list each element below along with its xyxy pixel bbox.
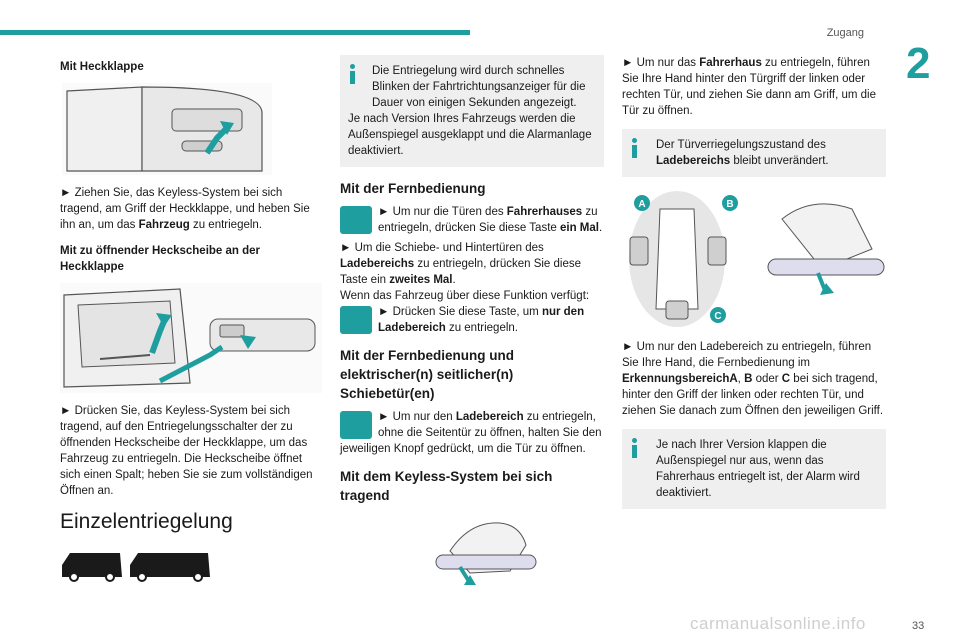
info-icon	[632, 438, 637, 458]
sliding-door-text: ► Um nur den Ladebereich zu entriegeln, …	[340, 411, 602, 455]
remote-cargo-unlock: ► Um die Schiebe- und Hintertüren des La…	[340, 242, 582, 286]
chapter-number: 2	[906, 39, 931, 88]
sliding-door-button-icon	[340, 411, 372, 439]
remote-cab-unlock: ► Um nur die Türen des Fahrerhauses zu e…	[340, 204, 604, 236]
watermark: carmanualsonline.info	[690, 614, 866, 633]
unlock-button-icon	[340, 206, 372, 234]
van-icons	[60, 547, 322, 587]
info-icon	[350, 64, 355, 84]
zone-b-label: B	[726, 199, 733, 210]
info-icon	[632, 138, 637, 158]
heading-remote-sliding: Mit der Fernbedienung und elektrischer(n…	[340, 348, 514, 401]
info-box-indicators: Die Entriegelung wird durch schnelles Bl…	[340, 55, 604, 167]
text-tailgate: ► Ziehen Sie, das Keyless-System bei sic…	[60, 187, 310, 231]
header-accent-bar	[0, 30, 470, 35]
rear-window-illustration	[60, 283, 322, 393]
cargo-unlock-button-icon	[340, 306, 372, 334]
keyless-hand-illustration	[430, 511, 540, 591]
info-box-mirrors: Je nach Ihrer Version klappen die Außens…	[622, 429, 886, 509]
remote-cargo-only: ► Drücken Sie diese Taste, um nur den La…	[340, 304, 604, 336]
text-cargo-keyless: ► Um nur den Ladebereich zu entriegeln, …	[622, 341, 884, 417]
zone-c-label: C	[714, 311, 721, 322]
section-title: Zugang	[826, 27, 864, 39]
text-rear-window: ► Drücken Sie, das Keyless-System bei si…	[60, 405, 313, 497]
page-number: 33	[912, 620, 925, 632]
heading-keyless: Mit dem Keyless-System bei sich tragend	[340, 469, 553, 503]
text-cab-keyless: ► Um nur das Fahrerhaus zu entriegeln, f…	[622, 57, 876, 117]
column-1: Mit Heckklappe ► Ziehen Sie, das Keyless…	[60, 55, 322, 587]
info-box-cargo-state: Der Türverriegelungszustand des Ladebere…	[622, 129, 886, 177]
heading-tailgate: Mit Heckklappe	[60, 61, 144, 73]
column-2: Die Entriegelung wird durch schnelles Bl…	[340, 55, 604, 601]
heading-remote: Mit der Fernbedienung	[340, 181, 486, 196]
heading-single-unlock: Einzelentriegelung	[60, 510, 233, 533]
detection-zones-illustration: A B C	[622, 189, 886, 329]
remote-feature-note: Wenn das Fahrzeug über diese Funktion ve…	[340, 290, 590, 302]
tailgate-illustration	[62, 83, 272, 175]
zone-a-label: A	[638, 199, 645, 210]
column-3: ► Um nur das Fahrerhaus zu entriegeln, f…	[622, 55, 886, 521]
heading-rear-window: Mit zu öffnender Heckscheibe an der Heck…	[60, 245, 261, 273]
